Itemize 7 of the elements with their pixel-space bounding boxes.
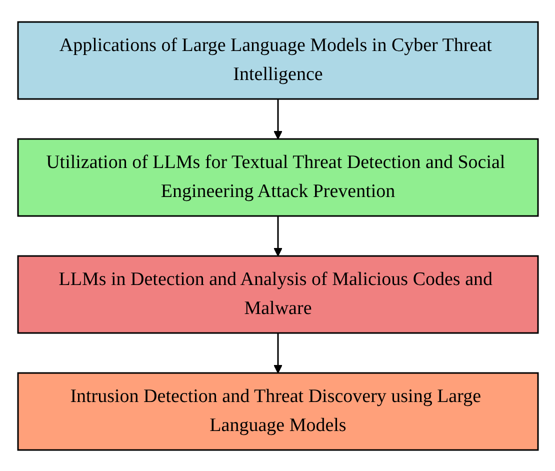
- arrow: [273, 216, 282, 256]
- node-box: LLMs in Detection and Analysis of Malicious Codes and Malware: [16, 254, 538, 334]
- node-box: Applications of Large Language Models in Cyber Threat Intelligence: [16, 20, 538, 100]
- arrow: [273, 98, 282, 139]
- arrow: [273, 332, 282, 373]
- node-box: Utilization of LLMs for Textual Threat Detection and Social Engineering Attack Prevention: [16, 138, 538, 216]
- node-box: Intrusion Detection and Threat Discovery using Large Language Models: [16, 372, 538, 450]
